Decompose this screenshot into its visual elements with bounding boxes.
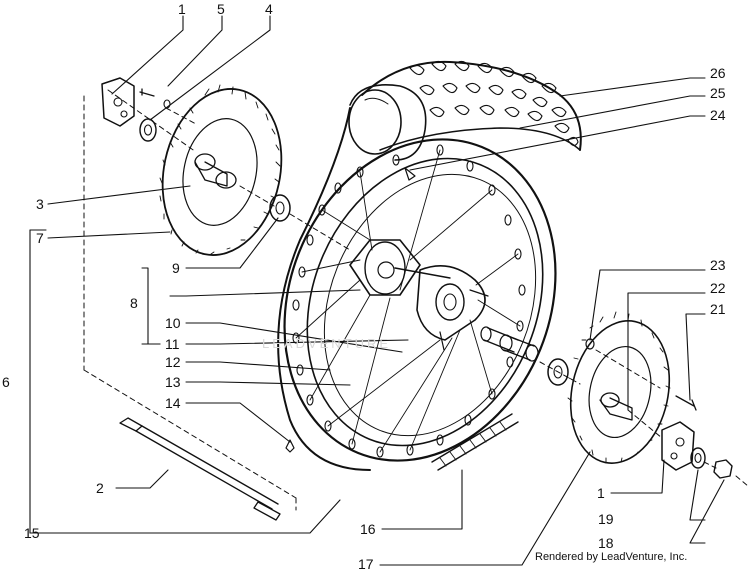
callout-10: 10 xyxy=(165,315,181,331)
callout-13: 13 xyxy=(165,374,181,390)
brake-disc xyxy=(159,84,283,256)
callout-19: 19 xyxy=(598,511,614,527)
nut xyxy=(713,459,733,479)
axle xyxy=(119,417,281,521)
chain xyxy=(431,413,519,471)
inner-tube xyxy=(348,84,427,161)
callout-1-right: 1 xyxy=(597,485,605,501)
rim xyxy=(283,138,557,462)
callout-2: 2 xyxy=(96,480,104,496)
callout-4: 4 xyxy=(265,1,273,17)
callout-24: 24 xyxy=(710,107,726,123)
sprocket xyxy=(567,311,671,464)
spokes xyxy=(295,149,521,453)
speedometer-drive xyxy=(101,77,135,127)
callout-5: 5 xyxy=(217,1,225,17)
callout-12: 12 xyxy=(165,354,181,370)
dashed-alignment-lines xyxy=(83,89,749,511)
valve xyxy=(285,439,295,453)
render-credit: Rendered by LeadVenture, Inc. xyxy=(535,551,688,563)
washer xyxy=(139,118,157,142)
bearing-right xyxy=(547,358,569,386)
callout-14: 14 xyxy=(165,395,181,411)
callout-16: 16 xyxy=(360,521,376,537)
callout-21: 21 xyxy=(710,301,726,317)
callout-26: 26 xyxy=(710,65,726,81)
chain-adjuster xyxy=(661,421,695,471)
callout-1: 1 xyxy=(178,1,186,17)
callout-25: 25 xyxy=(710,85,726,101)
spacer-tubes xyxy=(480,326,539,362)
bearing xyxy=(269,194,291,222)
callout-22: 22 xyxy=(710,280,726,296)
callout-9: 9 xyxy=(172,260,180,276)
callout-8: 8 xyxy=(130,295,138,311)
watermark: LEADVENTURE xyxy=(262,336,392,351)
callout-18: 18 xyxy=(598,535,614,551)
callout-15: 15 xyxy=(24,525,40,541)
callout-11: 11 xyxy=(165,336,180,352)
callout-6: 6 xyxy=(2,374,10,390)
callout-17: 17 xyxy=(358,556,374,572)
bolt-21 xyxy=(675,395,697,411)
leader-lines xyxy=(29,15,725,566)
tire xyxy=(277,60,582,471)
hub xyxy=(349,239,489,351)
callout-3: 3 xyxy=(36,196,44,212)
callout-7: 7 xyxy=(36,230,44,246)
washer-right xyxy=(690,447,706,469)
callout-23: 23 xyxy=(710,257,726,273)
screw xyxy=(139,88,171,109)
